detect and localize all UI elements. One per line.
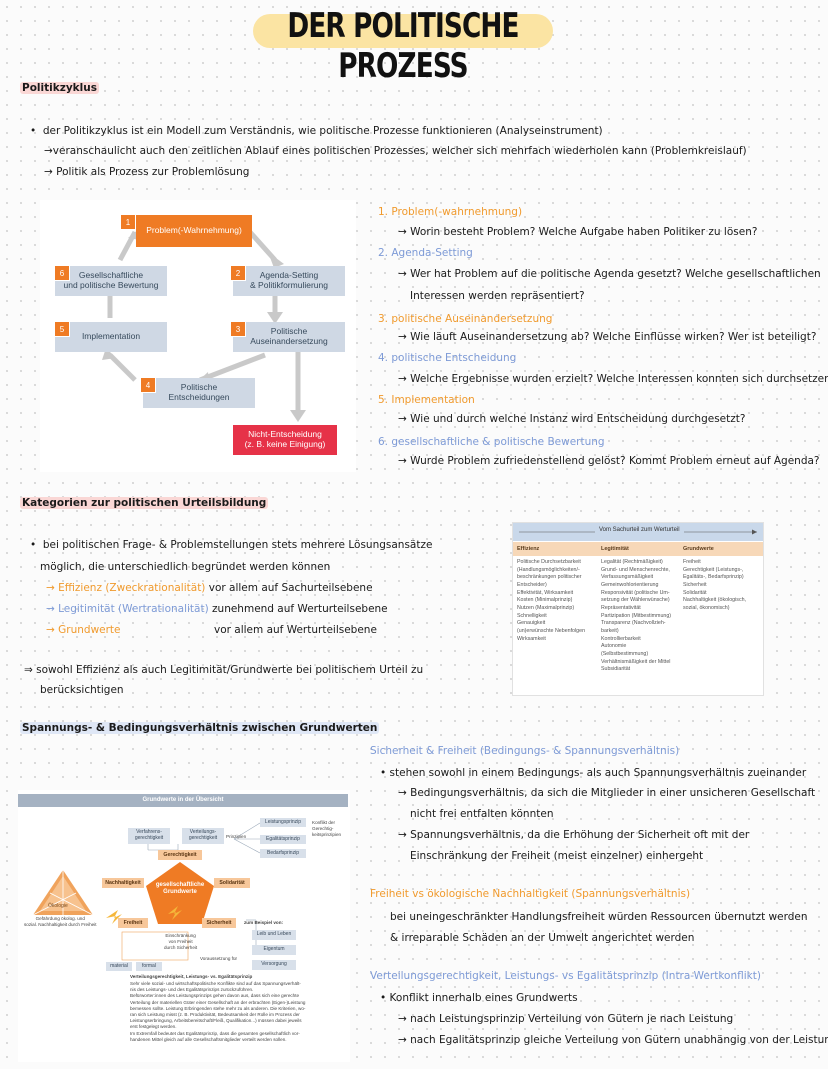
box-gerechtigkeit: Gerechtigkeit [158, 850, 202, 860]
cycle-number-1: 1 [120, 214, 136, 230]
cycle-box-bewertung: Gesellschaftliche und politische Bewertu… [55, 266, 167, 296]
fn-line-1: bei uneingeschränkter Handlungsfreiheit … [390, 911, 808, 923]
phase-4-title: 4. politische Entscheidung [378, 352, 517, 364]
label-center: gesellschaftliche Grundwerte [155, 882, 205, 896]
label-konflikt: Konflikt der Gerechtig- keitsprinzipien [312, 820, 342, 838]
label-voraussetzung: Voraussetzung für [200, 956, 238, 961]
phase-3-question: → Wie läuft Auseinandersetzung ab? Welch… [398, 331, 817, 343]
table-header-bar: Vom Sachurteil zum Werturteil [513, 523, 763, 541]
section-heading-spannung: Spannungs- & Bedingungsverhältnis zwisch… [20, 722, 380, 734]
intro-arrow-1: →veranschaulicht auch den zeitlichen Abl… [44, 145, 747, 157]
sf-line-2: → Bedingungsverhältnis, da sich die Mitg… [398, 787, 816, 799]
cycle-box-implementation: Implementation [55, 322, 167, 352]
box-egalitaet: Egalitätsprinzip [260, 835, 306, 844]
urteil-grundwerte-rest: vor allem auf Werturteilsebene [214, 624, 377, 636]
vg-line-2: → nach Leistungsprinzip Verteilung von G… [398, 1013, 734, 1025]
vg-line-1: • Konflikt innerhalb eines Grundwerts [380, 992, 578, 1004]
sf-line-5: Einschränkung der Freiheit (meist einzel… [410, 850, 704, 862]
table-col-grundwerte: Grundwerte [683, 546, 714, 552]
phase-2-title: 2. Agenda-Setting [378, 247, 473, 259]
urteil-conclusion-2: berücksichtigen [40, 684, 124, 696]
cycle-number-6: 6 [54, 265, 70, 281]
cycle-box-auseinandersetzung: Politische Auseinandersetzung [233, 322, 345, 352]
phase-3-title: 3. politische Auseinandersetzung [378, 313, 553, 325]
sf-line-3: nicht frei entfalten könnten [410, 808, 554, 820]
topic-sicherheit-freiheit: Sicherheit & Freiheit (Bedingungs- & Spa… [370, 745, 680, 757]
cycle-number-5: 5 [54, 321, 70, 337]
table-cell-grundwerte: Freiheit Gerechtigkeit (Leistungs-, Egal… [683, 559, 747, 612]
topic-verteilungsgerechtigkeit: Verteilungsgerechtigkeit, Leistungs- vs … [370, 970, 761, 982]
cycle-box-agenda: Agenda-Setting & Politikformulierung [233, 266, 345, 296]
grundwerte-shapes [32, 822, 261, 961]
box-versorgung: Versorgung [252, 960, 296, 970]
page-title: DER POLITISCHE PROZESS [287, 6, 519, 86]
label-beispiel: zum Beispiel von: [244, 920, 284, 925]
table-header-label: Vom Sachurteil zum Werturteil [595, 527, 684, 533]
sf-line-1: • stehen sowohl in einem Bedingungs- als… [380, 767, 807, 779]
policy-cycle-diagram: Problem(-Wahrnehmung) 1 Agenda-Setting &… [40, 200, 356, 472]
table-cell-legitimitaet: Legalität (Rechtmäßigkeit) Grund- und Me… [601, 559, 672, 673]
urteil-effizienz: → Effizienz (Zweckrationalität) vor alle… [46, 582, 373, 594]
label-oekologie: Ökologie [48, 903, 68, 909]
box-nachhaltigkeit: Nachhaltigkeit [102, 878, 144, 888]
box-eigentum: Eigentum [252, 945, 296, 955]
urteil-line-1: • bei politischen Frage- & Problemstellu… [30, 539, 433, 551]
table-col-effizienz: Effizienz [517, 546, 540, 552]
box-sicherheit: Sicherheit [202, 918, 236, 928]
grundwerte-diagram: Grundwerte in der Übersicht Verfahrens- … [18, 790, 350, 1062]
label-gefaehrdung: Gefährdung ökolog. und sozial. Nachhalti… [24, 916, 97, 928]
intro-bullet: • der Politikzyklus ist ein Modell zum V… [30, 125, 603, 137]
cycle-box-entscheidungen: Politische Entscheidungen [143, 378, 255, 408]
box-material: material [106, 962, 132, 971]
phase-6-question: → Wurde Problem zufriedenstellend gelöst… [398, 455, 820, 467]
urteil-grundwerte: → Grundwerte [46, 624, 121, 636]
sf-line-4: → Spannungsverhältnis, da die Erhöhung d… [398, 829, 750, 841]
phase-1-title: 1. Problem(-wahrnehmung) [378, 206, 523, 218]
vg-line-3: → nach Egalitätsprinzip gleiche Verteilu… [398, 1034, 828, 1046]
urteil-line-2: möglich, die unterschiedlich begründet w… [40, 561, 331, 573]
phase-4-question: → Welche Ergebnisse wurden erzielt? Welc… [398, 373, 828, 385]
box-verfahren: Verfahrens- gerechtigkeit [128, 828, 170, 844]
box-leistung: Leistungsprinzip [260, 818, 306, 827]
cycle-box-problem: Problem(-Wahrnehmung) [136, 215, 252, 247]
section-heading-urteilsbildung: Kategorien zur politischen Urteilsbildun… [20, 497, 269, 509]
table-cell-effizienz: Politische Durchsetzbarkeit (Handlungsmö… [517, 559, 586, 642]
urteil-conclusion-1: ⇒ sowohl Effizienz als auch Legitimität/… [24, 664, 424, 676]
table-col-legitimitaet: Legitimität [601, 546, 629, 552]
box-verteilung: Verteilungs- gerechtigkeit [182, 828, 224, 844]
label-einschraenkung: Einschränkung von Freiheit durch Sicherh… [164, 933, 198, 951]
section-heading-politikzyklus: Politikzyklus [20, 82, 99, 94]
box-bedarf: Bedarfsprinzip [260, 849, 306, 858]
label-prinzipien: Prinzipien [226, 834, 247, 839]
box-formal: formal [136, 962, 162, 971]
grundwerte-bar: Grundwerte in der Übersicht [18, 794, 348, 807]
intro-arrow-2: → Politik als Prozess zur Problemlösung [44, 166, 250, 178]
box-freiheit: Freiheit [118, 918, 148, 928]
phase-2-question-cont: Interessen werden repräsentiert? [410, 290, 585, 302]
cycle-number-3: 3 [230, 321, 246, 337]
cycle-box-nicht-entscheidung: Nicht-Entscheidung (z. B. keine Einigung… [233, 425, 337, 455]
cycle-number-4: 4 [140, 377, 156, 393]
phase-5-question: → Wie und durch welche Instanz wird Ents… [398, 413, 746, 425]
title-area: DER POLITISCHE PROZESS [253, 6, 553, 86]
caption-heading: Verteilungsgerechtigkeit, Leistungs- vs.… [130, 974, 253, 979]
urteil-legitimitaet: → Legitimität (Wertrationalität) zunehme… [46, 603, 388, 615]
urteil-table: Vom Sachurteil zum Werturteil Effizienz … [512, 522, 764, 696]
title-highlight [253, 14, 553, 48]
box-leib: Leib und Leben [252, 930, 296, 940]
table-column-headers: Effizienz Legitimität Grundwerte [513, 542, 763, 556]
fn-line-2: & irreparable Schäden an der Umwelt ange… [390, 932, 695, 944]
phase-2-question: → Wer hat Problem auf die politische Age… [398, 268, 821, 280]
phase-5-title: 5. Implementation [378, 394, 475, 406]
phase-1-question: → Worin besteht Problem? Welche Aufgabe … [398, 226, 758, 238]
caption-text: Sehr viele sozial- und wirtschaftspoliti… [130, 981, 306, 1042]
cycle-number-2: 2 [230, 265, 246, 281]
box-solidaritaet: Solidarität [214, 878, 250, 888]
topic-freiheit-nachhaltigkeit: Freiheit vs ökologische Nachhaltigkeit (… [370, 888, 691, 900]
phase-6-title: 6. gesellschaftliche & politische Bewert… [378, 436, 605, 448]
